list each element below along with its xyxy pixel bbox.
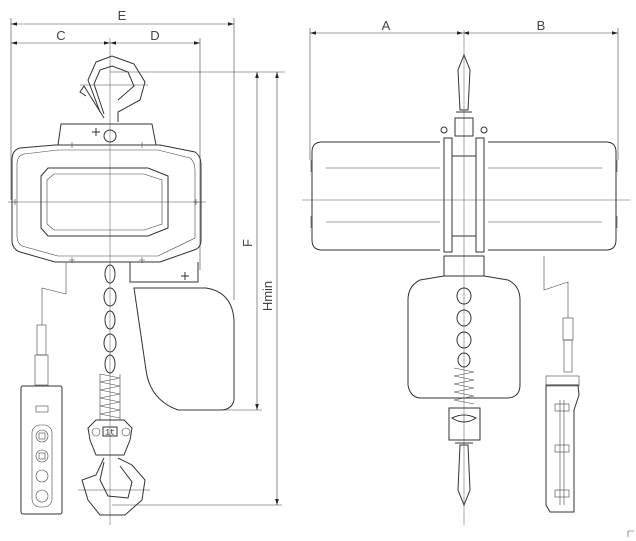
label-b: B	[537, 18, 546, 33]
dimension-c-d: C D	[11, 28, 201, 270]
dimension-a-b: A B	[309, 18, 619, 160]
label-c: C	[56, 28, 65, 43]
label-d: D	[150, 28, 159, 43]
spring	[99, 373, 121, 420]
top-hook	[79, 55, 285, 122]
dimension-f: F	[180, 72, 262, 411]
side-pendant-control	[545, 375, 580, 513]
hook-block: 1t	[87, 419, 133, 456]
side-pendant-cable	[543, 256, 574, 373]
load-chain	[103, 264, 117, 374]
label-e: E	[118, 8, 127, 23]
side-gearcase	[407, 255, 521, 405]
dimension-e: E	[10, 8, 235, 300]
bottom-hook	[78, 457, 150, 516]
front-view: E C D	[8, 8, 285, 525]
corner-mark	[627, 530, 634, 537]
label-a: A	[382, 18, 391, 33]
pendant-control	[20, 385, 63, 515]
dimension-hmin: Hmin	[112, 72, 282, 506]
hoist-body	[11, 123, 202, 263]
side-hook-block	[448, 407, 481, 507]
label-f: F	[240, 239, 255, 247]
pendant-cable	[34, 262, 67, 386]
gearbox	[129, 262, 235, 411]
side-motor	[310, 137, 618, 253]
side-view: A B	[302, 18, 634, 537]
label-hmin: Hmin	[260, 281, 275, 311]
capacity-label: 1t	[105, 429, 115, 438]
side-top-hook	[440, 53, 488, 137]
